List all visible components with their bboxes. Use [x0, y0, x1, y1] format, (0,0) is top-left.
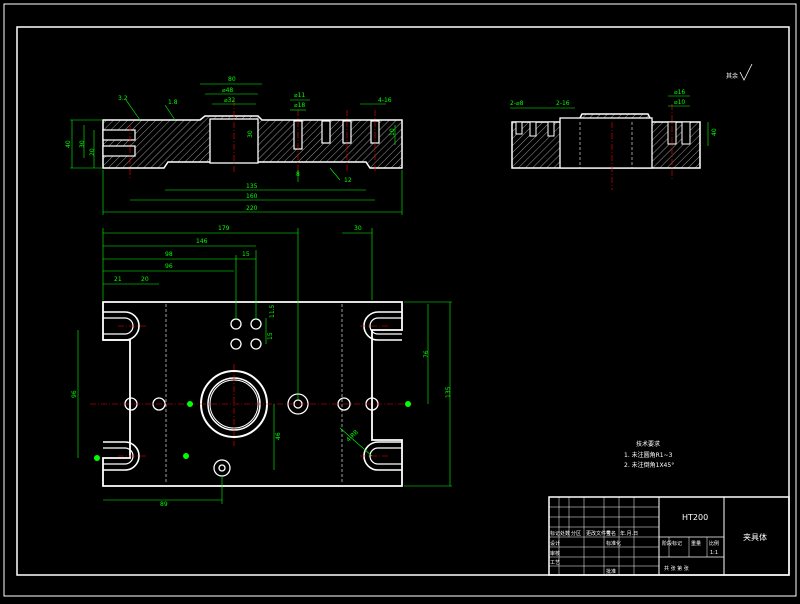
dim-18: ⌀18 — [294, 102, 305, 109]
dim-40s: 40 — [711, 128, 718, 136]
dim-96: 96 — [165, 263, 173, 270]
top-section-view: 80 ⌀48 ⌀32 ⌀11 ⌀18 4-16 1.8 3.2 40 30 20… — [65, 76, 403, 215]
dim-160: 160 — [246, 193, 258, 200]
dim-30p: 30 — [354, 225, 362, 232]
dim-12: 12 — [344, 177, 352, 184]
dim-15: 15 — [242, 251, 250, 258]
dim-135v: 135 — [445, 386, 452, 398]
dim-4-16: 4-16 — [378, 97, 392, 104]
dim-2-16: 2-16 — [556, 100, 570, 107]
dim-2-8: 2-⌀8 — [510, 100, 524, 107]
header-cell-2: 分区 — [571, 530, 581, 537]
dim-16: ⌀16 — [674, 89, 685, 96]
scale-value: 1:1 — [710, 550, 718, 556]
dim-3-2: 3.2 — [118, 95, 128, 102]
dim-1-8: 1.8 — [168, 99, 178, 106]
dim-76: 76 — [423, 350, 430, 358]
title-block — [548, 496, 790, 576]
dim-179: 179 — [218, 225, 230, 232]
outer-border — [3, 3, 797, 597]
approve-label: 批准 — [606, 568, 616, 575]
dim-10s: ⌀10 — [674, 99, 685, 106]
dim-40: 40 — [65, 140, 72, 148]
tech-notes: 技术要求 1. 未注圆角R1~3 2. 未注倒角1X45° — [624, 440, 674, 469]
material-label: HT200 — [682, 513, 708, 522]
row-label-3: 审核 — [550, 550, 560, 557]
dim-21: 21 — [114, 276, 122, 283]
dim-135: 135 — [246, 183, 258, 190]
dim-89: 89 — [160, 501, 168, 508]
roughness-symbol: 其余 — [726, 63, 753, 81]
dim-48: ⌀48 — [222, 87, 233, 94]
dim-30b: 30 — [247, 130, 254, 138]
plan-view: 179 30 146 98 15 96 21 20 15 11.5 76 96 … — [71, 225, 452, 508]
dim-slot: 4-R8 — [345, 429, 360, 444]
side-section-view: 2-⌀8 2-16 ⌀16 ⌀10 40 — [510, 89, 718, 190]
roughness-label: 其余 — [726, 72, 738, 80]
row-label-2: 设计 — [550, 540, 560, 547]
dim-96v: 96 — [71, 390, 78, 398]
header-cell-5: 年.月.日 — [620, 530, 638, 537]
dim-220: 220 — [246, 205, 258, 212]
dim-80: 80 — [228, 76, 236, 83]
dim-20p: 20 — [141, 276, 149, 283]
dim-20: 20 — [89, 148, 96, 156]
dim-11: ⌀11 — [294, 92, 305, 99]
row-label-1: 标记 — [550, 530, 560, 537]
header-cell-3: 更改文件号 — [586, 530, 611, 537]
dim-8: 8 — [296, 171, 300, 178]
std-label: 标准化 — [606, 540, 621, 547]
header-cell-1: 处数 — [560, 530, 570, 537]
header-cell-4: 签名 — [606, 530, 616, 537]
dim-10: 10 — [389, 128, 396, 136]
row-label-4: 工艺 — [550, 560, 560, 566]
dim-30: 30 — [79, 140, 86, 148]
dim-146: 146 — [196, 238, 208, 245]
dim-98: 98 — [165, 251, 173, 258]
dim-11-5: 11.5 — [269, 304, 276, 318]
dim-46: 46 — [275, 432, 282, 440]
tech-note-1: 1. 未注圆角R1~3 — [624, 451, 673, 459]
weight-label: 重量 — [691, 540, 701, 547]
dim-32: ⌀32 — [224, 97, 235, 104]
tech-notes-title: 技术要求 — [636, 440, 660, 448]
tech-note-2: 2. 未注倒角1X45° — [624, 461, 674, 469]
inner-border — [16, 26, 790, 576]
part-name: 夹具体 — [743, 532, 767, 542]
stage-label: 阶段标记 — [662, 540, 682, 547]
dim-15b: 15 — [267, 332, 274, 340]
scale-label: 比例 — [709, 540, 719, 547]
sheet-count: 共 张 第 张 — [664, 565, 689, 572]
